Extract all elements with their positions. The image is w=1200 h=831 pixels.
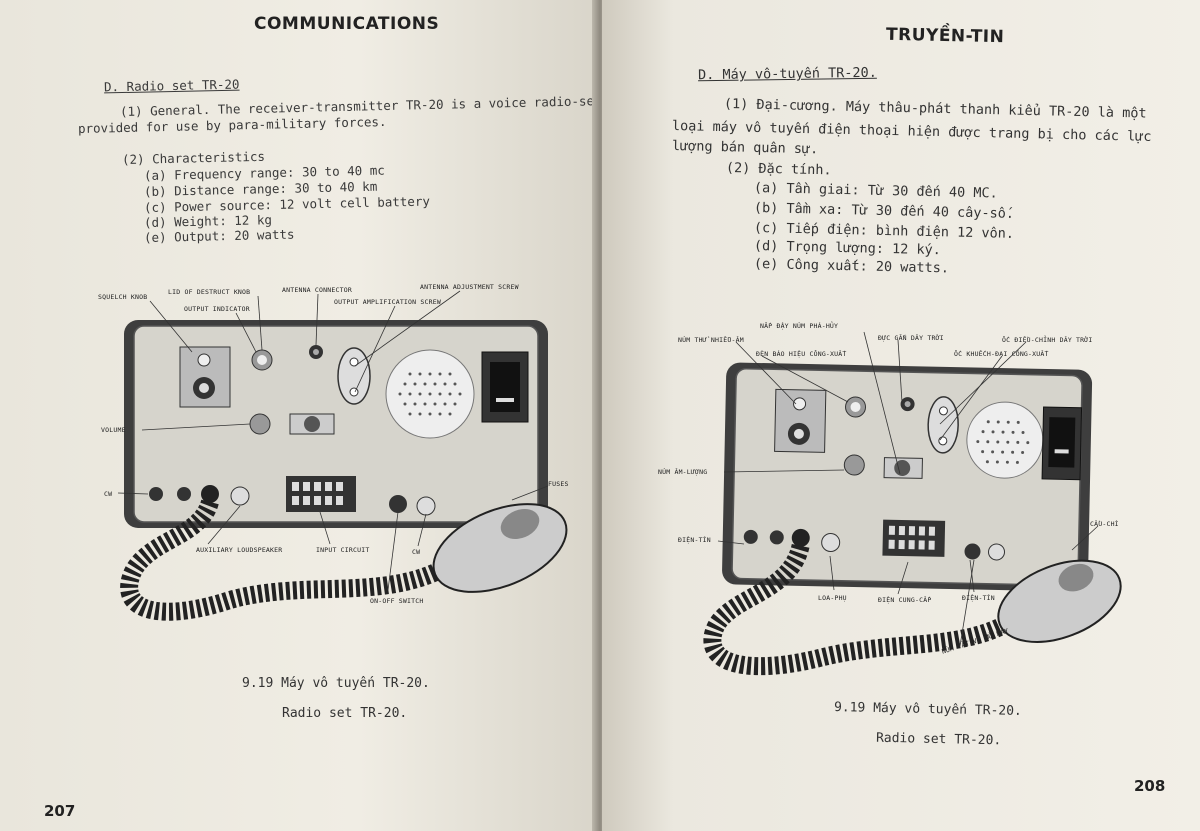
left-radio-illustration xyxy=(117,290,568,621)
right-speaker-grill xyxy=(976,420,1030,464)
left-page: COMMUNICATIONS D. Radio set TR-20 (1) Ge… xyxy=(0,0,598,831)
right-label-volume: NÚM ÂM-LƯỢNG xyxy=(658,468,708,476)
left-label-antenna-adjustment-screw: ANTENNA ADJUSTMENT SCREW xyxy=(420,283,519,291)
right-label-fuses: CẦU-CHÌ xyxy=(1090,520,1119,528)
left-label-output-amplification-screw: OUTPUT AMPLIFICATION SCREW xyxy=(334,298,441,306)
right-label-output-amplification-screw: ỐC KHUẾCH-ĐẠI CÔNG-XUẤT xyxy=(954,350,1049,358)
left-label-antenna-connector: ANTENNA CONNECTOR xyxy=(282,286,352,294)
right-page-number: 208 xyxy=(1134,777,1166,795)
left-label-squelch-knob: SQUELCH KNOB xyxy=(98,293,148,301)
right-label-antenna-connector: ĐỰC GẮN DÂY TRỜI xyxy=(878,334,944,342)
right-radio-illustration xyxy=(703,331,1122,676)
left-caption-english: Radio set TR-20. xyxy=(282,706,408,721)
left-label-cw: CW xyxy=(104,490,113,498)
left-label-cw-2: CW xyxy=(412,548,421,556)
left-label-volume: VOLUME xyxy=(101,426,126,434)
right-label-input-circuit: ĐIỆN CUNG-CẤP xyxy=(878,596,932,604)
right-label-cw: ĐIỆN-TÍN xyxy=(678,536,711,544)
right-caption-english: Radio set TR-20. xyxy=(875,730,1002,749)
left-label-lid-destruct-knob: LID OF DESTRUCT KNOB xyxy=(168,288,251,296)
left-speaker-grill xyxy=(398,372,462,416)
left-label-output-indicator: OUTPUT INDICATOR xyxy=(184,305,250,313)
left-label-input-circuit: INPUT CIRCUIT xyxy=(316,546,370,554)
right-label-auxiliary-loudspeaker: LOA-PHỤ xyxy=(818,594,847,602)
right-label-output-indicator: ĐÈN BÁO HIỆU CÔNG-XUẤT xyxy=(756,350,847,358)
left-caption-vietnamese: 9.19 Máy vô tuyến TR-20. xyxy=(242,676,430,691)
right-label-antenna-adjustment-screw: ỐC ĐIỀU-CHỈNH DÂY TRỜI xyxy=(1002,336,1093,344)
left-label-auxiliary-loudspeaker: AUXILIARY LOUDSPEAKER xyxy=(196,546,283,554)
left-page-number: 207 xyxy=(44,802,76,820)
left-label-on-off-switch: ON-OFF SWITCH xyxy=(370,597,424,605)
right-label-lid-destruct-knob: NẮP ĐẬY NÚM PHÁ-HỦY xyxy=(760,322,839,330)
right-label-cw-2: ĐIỆN-TÍN xyxy=(962,594,995,602)
left-page-header: COMMUNICATIONS xyxy=(254,14,440,34)
left-label-fuses: FUSES xyxy=(548,480,569,488)
right-page: TRUYỀN-TIN D. Máy vô-tuyến TR-20. (1) Đạ… xyxy=(602,0,1200,831)
right-label-squelch-knob: NÚM THỬ NHIỄU-ÂM xyxy=(678,336,744,344)
